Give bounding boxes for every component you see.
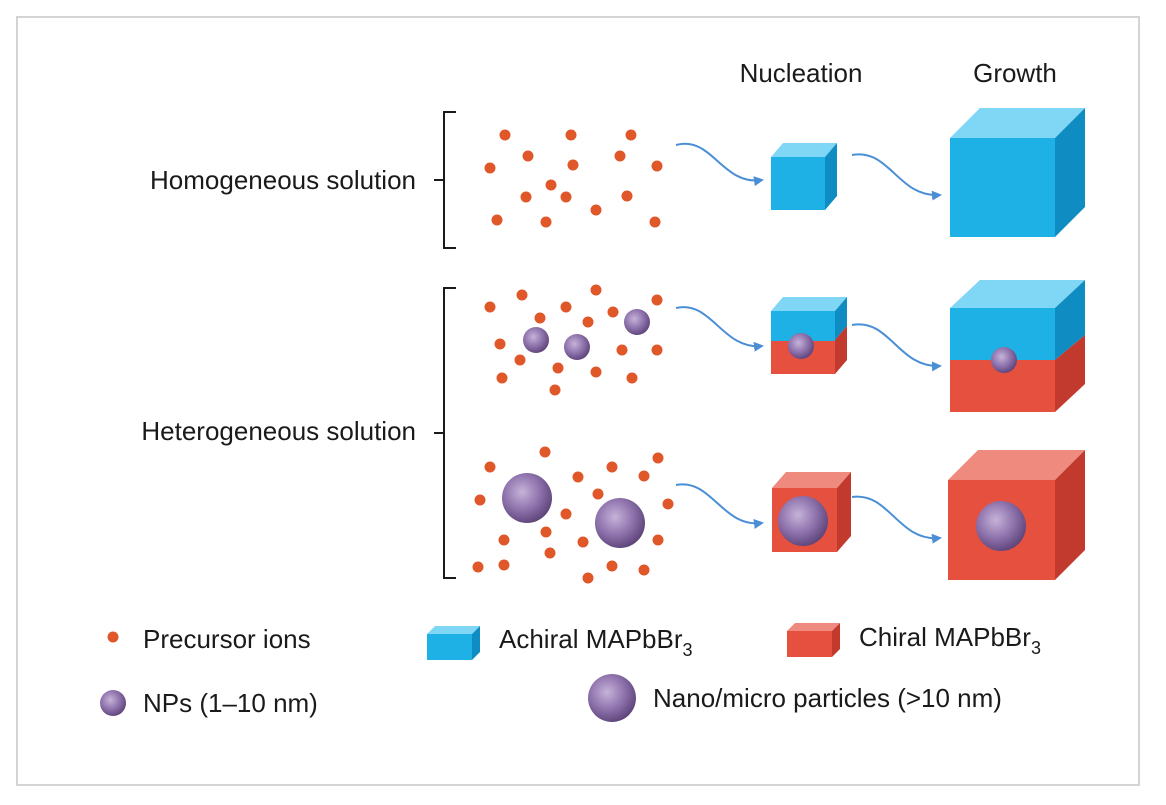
growth-header: Growth <box>973 58 1057 88</box>
heterogeneous-small-np-ions <box>484 284 663 396</box>
chiral-swatch <box>787 623 840 657</box>
legend-precursor-ions: Precursor ions <box>143 624 311 654</box>
heterogeneous-bracket <box>434 287 456 579</box>
process-arrows <box>675 142 942 544</box>
nucleation-chiral-cube <box>772 472 851 552</box>
heterogeneous-label: Heterogeneous solution <box>141 416 416 446</box>
nucleation-mixed-cube <box>771 297 847 374</box>
legend-nano-micro: Nano/micro particles (>10 nm) <box>653 683 1002 713</box>
legend-achiral: Achiral MAPbBr3 <box>499 624 693 660</box>
small-nanoparticles <box>523 309 650 360</box>
homogeneous-label: Homogeneous solution <box>150 165 416 195</box>
precursor-ion-swatch <box>107 631 119 643</box>
achiral-swatch <box>427 626 480 660</box>
nucleation-achiral-cube <box>771 143 837 210</box>
homogeneous-bracket <box>434 111 456 249</box>
heterogeneous-large-particle-ions <box>472 446 674 584</box>
nucleation-header: Nucleation <box>740 58 863 88</box>
legend: Precursor ions Achiral MAPbBr3 Chiral MA… <box>100 622 1041 722</box>
np-swatch <box>100 690 126 716</box>
nano-micro-particle-swatch <box>588 674 636 722</box>
growth-chiral-cube <box>948 450 1085 580</box>
growth-achiral-cube <box>950 108 1085 237</box>
legend-chiral: Chiral MAPbBr3 <box>859 622 1041 658</box>
large-particles <box>502 473 645 548</box>
growth-mixed-cube <box>950 280 1085 412</box>
homogeneous-precursor-ions <box>484 129 663 228</box>
legend-nps: NPs (1–10 nm) <box>143 688 318 718</box>
